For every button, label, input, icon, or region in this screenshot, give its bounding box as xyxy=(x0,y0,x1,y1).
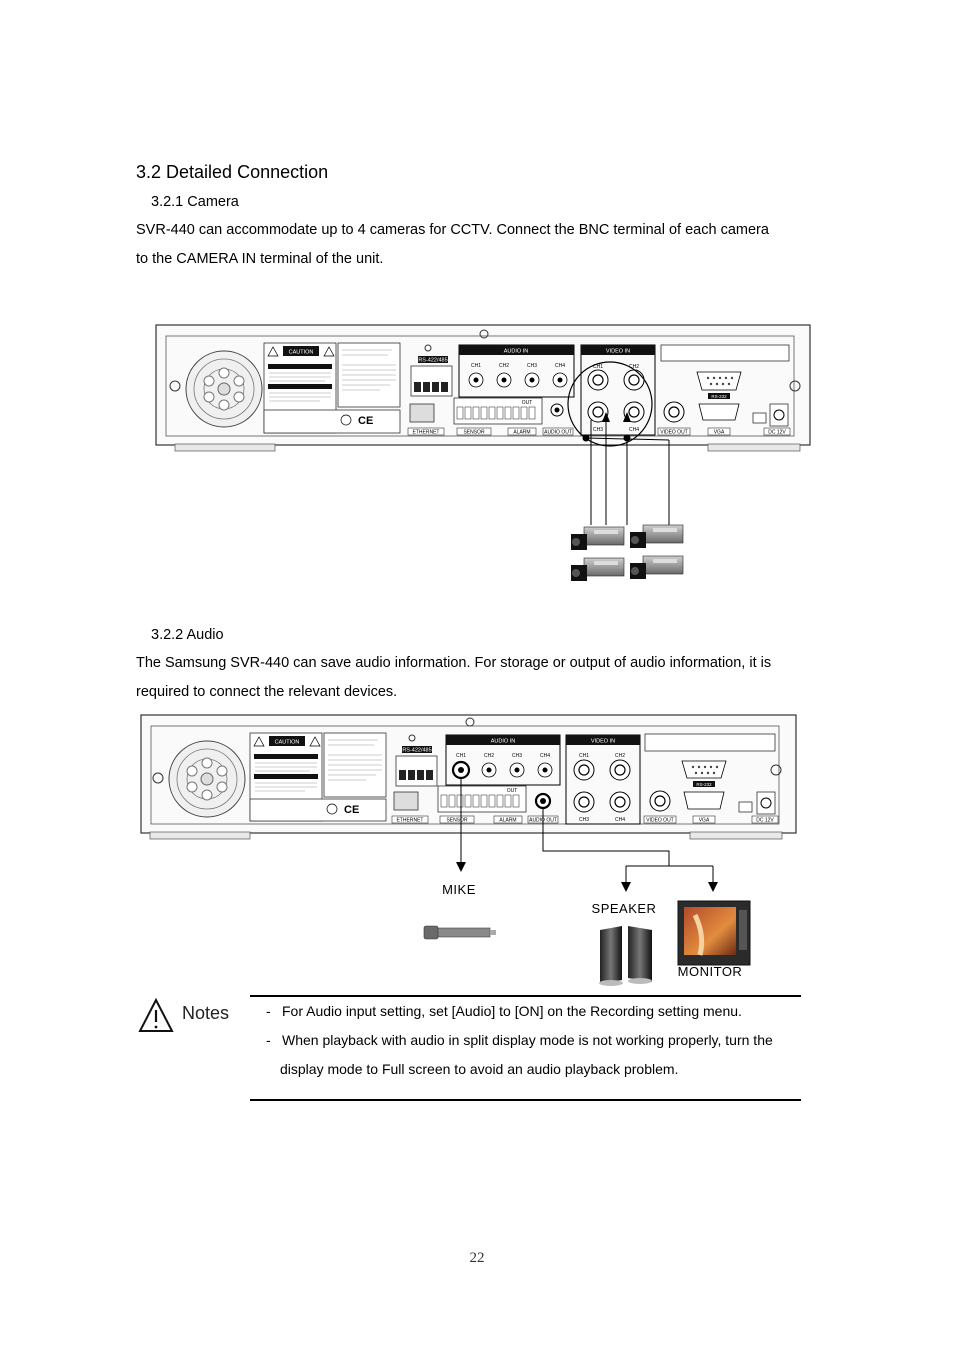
svg-text:CH4: CH4 xyxy=(555,363,565,369)
notes-box: -For Audio input setting, set [Audio] to… xyxy=(250,995,801,1101)
svg-text:CH4: CH4 xyxy=(629,427,639,433)
camera-connection-diagram: CAUTION CE RS-422/485 ETHERNET A xyxy=(155,324,811,581)
notes-label: Notes xyxy=(182,1003,230,1023)
svg-text:CH1: CH1 xyxy=(593,364,603,370)
svg-text:CH2: CH2 xyxy=(629,364,639,370)
note-item: -For Audio input setting, set [Audio] to… xyxy=(266,1003,742,1019)
svg-text:CAUTION: CAUTION xyxy=(275,740,300,746)
svg-text:DC 12V: DC 12V xyxy=(756,818,774,824)
video-in-highlight-circle xyxy=(567,361,653,447)
page-number: 22 xyxy=(469,1250,485,1266)
note-item: -When playback with audio in split displ… xyxy=(266,1032,773,1048)
fan-icon xyxy=(168,740,246,818)
svg-text:RS-232: RS-232 xyxy=(696,782,712,787)
fan-icon xyxy=(185,350,263,428)
svg-text:VIDEO IN: VIDEO IN xyxy=(606,349,630,355)
speaker-icon xyxy=(599,926,652,986)
note-item-continuation: display mode to Full screen to avoid an … xyxy=(280,1061,679,1077)
audio-paragraph-line-1: The Samsung SVR-440 can save audio infor… xyxy=(136,655,772,671)
svg-text:AUDIO IN: AUDIO IN xyxy=(491,739,515,745)
camera-icon xyxy=(630,555,684,579)
svg-text:AUDIO OUT: AUDIO OUT xyxy=(544,430,572,436)
svg-text:CE: CE xyxy=(344,804,359,816)
svg-text:AUDIO IN: AUDIO IN xyxy=(504,349,528,355)
svg-text:CH3: CH3 xyxy=(593,427,603,433)
camera-paragraph-line-2: to the CAMERA IN terminal of the unit. xyxy=(136,251,384,267)
svg-text:CH1: CH1 xyxy=(471,363,481,369)
camera-heading: 3.2.1 Camera xyxy=(151,194,239,210)
microphone-icon xyxy=(423,925,496,940)
svg-text:SENSOR: SENSOR xyxy=(446,818,468,824)
svg-text:VGA: VGA xyxy=(714,430,725,436)
svg-text:CH1: CH1 xyxy=(579,753,589,759)
speaker-label: SPEAKER xyxy=(592,901,657,916)
svg-text:ALARM: ALARM xyxy=(499,818,516,824)
warning-icon xyxy=(138,997,174,1032)
svg-text:ALARM: ALARM xyxy=(513,430,530,436)
monitor-icon xyxy=(677,900,751,966)
svg-text:RS-422/485: RS-422/485 xyxy=(402,748,431,754)
camera-icon xyxy=(571,526,625,550)
camera-paragraph-line-1: SVR-440 can accommodate up to 4 cameras … xyxy=(136,222,769,238)
svg-text:RS-422/485: RS-422/485 xyxy=(418,358,447,364)
svg-text:CH1: CH1 xyxy=(456,753,466,759)
svg-text:CH2: CH2 xyxy=(615,753,625,759)
svg-text:VIDEO OUT: VIDEO OUT xyxy=(660,430,688,436)
svg-text:CH2: CH2 xyxy=(499,363,509,369)
audio-connection-diagram: CAUTION CE RS-422/485 ETHERNET AUDIO xyxy=(140,714,797,986)
svg-text:OUT: OUT xyxy=(507,788,518,794)
audio-heading: 3.2.2 Audio xyxy=(151,627,224,643)
svg-text:OUT: OUT xyxy=(522,400,533,406)
camera-icon xyxy=(571,557,625,581)
svg-text:RS-232: RS-232 xyxy=(711,394,727,399)
svg-text:VGA: VGA xyxy=(699,818,710,824)
mike-label: MIKE xyxy=(442,882,476,897)
ce-mark: CE xyxy=(358,415,373,427)
camera-icon xyxy=(630,524,684,548)
caution-label: CAUTION xyxy=(289,350,314,356)
monitor-label: MONITOR xyxy=(678,964,743,979)
svg-text:DC 12V: DC 12V xyxy=(768,430,786,436)
svg-text:SENSOR: SENSOR xyxy=(463,430,485,436)
svg-text:CH2: CH2 xyxy=(484,753,494,759)
section-title: 3.2 Detailed Connection xyxy=(136,162,329,182)
svg-text:CH3: CH3 xyxy=(579,817,589,823)
svg-text:CH4: CH4 xyxy=(615,817,625,823)
svg-text:VIDEO OUT: VIDEO OUT xyxy=(646,818,674,824)
audio-paragraph-line-2: required to connect the relevant devices… xyxy=(136,684,398,700)
svg-text:CH3: CH3 xyxy=(512,753,522,759)
svg-text:ETHERNET: ETHERNET xyxy=(413,430,440,436)
svg-text:CH3: CH3 xyxy=(527,363,537,369)
svg-text:ETHERNET: ETHERNET xyxy=(397,818,424,824)
svg-text:VIDEO IN: VIDEO IN xyxy=(591,739,615,745)
svg-text:CH4: CH4 xyxy=(540,753,550,759)
